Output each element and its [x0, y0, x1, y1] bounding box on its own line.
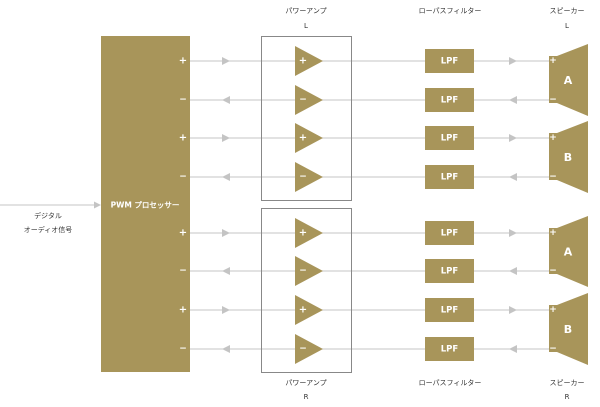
- lpf-box: [425, 126, 474, 150]
- speaker-r-title: スピーカー: [550, 379, 585, 387]
- arrow-left-icon: [222, 96, 230, 104]
- input-label-2: オーディオ信号: [24, 225, 73, 234]
- processor-terminal-sign: −: [179, 95, 187, 105]
- amplifier-triangle: [295, 334, 323, 364]
- amplifier-triangle: [295, 295, 323, 325]
- amp-r-channel: R: [304, 393, 309, 401]
- lpf-label: LPF: [441, 134, 459, 144]
- speaker-label: A: [564, 246, 573, 259]
- speaker-label: A: [564, 74, 573, 87]
- lpf-box: [425, 88, 474, 112]
- arrow-right-icon: [509, 134, 517, 142]
- lpf-box: [425, 337, 474, 361]
- speaker-minus-terminal: −: [549, 95, 557, 105]
- arrow-right-icon: [509, 57, 517, 65]
- lpf-box: [425, 165, 474, 189]
- lpf-label: LPF: [441, 173, 459, 183]
- channel-rows: + + LPF − − LPF + + LPF − − LPF + + LPF − − LPF + + LPF − − LPF: [179, 46, 474, 364]
- arrow-left-icon: [222, 345, 230, 353]
- lpf-box: [425, 221, 474, 245]
- pwm-processor: [101, 36, 190, 372]
- amp-r-title: パワーアンプ: [285, 379, 326, 387]
- input-label-1: デジタル: [34, 211, 62, 220]
- lpf-box: [425, 259, 474, 283]
- amp-l-title: パワーアンプ: [285, 7, 326, 15]
- speaker-icon: [549, 44, 588, 116]
- speaker-minus-terminal: −: [549, 266, 557, 276]
- amplifier-sign: −: [299, 172, 307, 182]
- amplifier-triangle: [295, 218, 323, 248]
- arrow-left-icon: [509, 173, 517, 181]
- speaker-r-channel: R: [565, 393, 570, 401]
- amp-box-l: [261, 36, 352, 201]
- arrow-right-icon: [222, 229, 230, 237]
- amplifier-sign: −: [299, 344, 307, 354]
- processor-terminal-sign: +: [179, 305, 187, 316]
- lpf-label: LPF: [441, 229, 459, 239]
- lpf-label: LPF: [441, 306, 459, 316]
- speaker-icon: [549, 121, 588, 193]
- processor-terminal-sign: −: [179, 172, 187, 182]
- arrow-right-icon: [509, 306, 517, 314]
- processor-terminal-sign: +: [179, 228, 187, 239]
- arrow-left-icon: [222, 173, 230, 181]
- speaker-l-channel: L: [565, 22, 569, 30]
- amplifier-sign: −: [299, 266, 307, 276]
- processor-terminal-sign: +: [179, 133, 187, 144]
- amplifier-sign: −: [299, 95, 307, 105]
- arrow-left-icon: [509, 267, 517, 275]
- speaker-minus-terminal: −: [549, 172, 557, 182]
- arrow-left-icon: [222, 267, 230, 275]
- speaker-label: B: [564, 323, 572, 336]
- speaker-plus-terminal: +: [549, 228, 557, 238]
- amplifier-sign: +: [299, 228, 307, 239]
- speaker-plus-terminal: +: [549, 305, 557, 315]
- amplifier-triangle: [295, 162, 323, 192]
- speaker-icon: [549, 216, 588, 287]
- lpf-label: LPF: [441, 267, 459, 277]
- processor-terminal-sign: +: [179, 56, 187, 67]
- lpf-top-title: ローパスフィルター: [419, 6, 482, 15]
- amp-l-channel: L: [304, 22, 308, 30]
- speaker-minus-terminal: −: [549, 344, 557, 354]
- input-arrow-icon: [94, 201, 101, 209]
- speaker-icon: [549, 293, 588, 365]
- wires: [190, 57, 549, 353]
- arrow-right-icon: [509, 229, 517, 237]
- speaker-plus-terminal: +: [549, 133, 557, 143]
- speaker-l-title: スピーカー: [550, 7, 585, 15]
- lpf-label: LPF: [441, 345, 459, 355]
- processor-label: PWM プロセッサー: [111, 200, 180, 210]
- speaker-plus-terminal: +: [549, 56, 557, 66]
- arrow-right-icon: [222, 57, 230, 65]
- amplifier-sign: +: [299, 56, 307, 67]
- amplifier-sign: +: [299, 133, 307, 144]
- speakers: +−A+−B+−A+−B: [549, 44, 588, 365]
- lpf-label: LPF: [441, 96, 459, 106]
- amplifier-triangle: [295, 46, 323, 76]
- arrow-right-icon: [222, 134, 230, 142]
- speaker-label: B: [564, 151, 572, 164]
- arrow-right-icon: [222, 306, 230, 314]
- lpf-label: LPF: [441, 57, 459, 67]
- amplifier-sign: +: [299, 305, 307, 316]
- arrow-left-icon: [509, 96, 517, 104]
- lpf-bottom-title: ローパスフィルター: [419, 378, 482, 387]
- lpf-box: [425, 298, 474, 322]
- amplifier-triangle: [295, 85, 323, 115]
- amp-box-r: [261, 208, 352, 373]
- lpf-box: [425, 49, 474, 73]
- amplifier-triangle: [295, 256, 323, 286]
- amplifier-triangle: [295, 123, 323, 153]
- processor-terminal-sign: −: [179, 344, 187, 354]
- arrow-left-icon: [509, 345, 517, 353]
- processor-terminal-sign: −: [179, 266, 187, 276]
